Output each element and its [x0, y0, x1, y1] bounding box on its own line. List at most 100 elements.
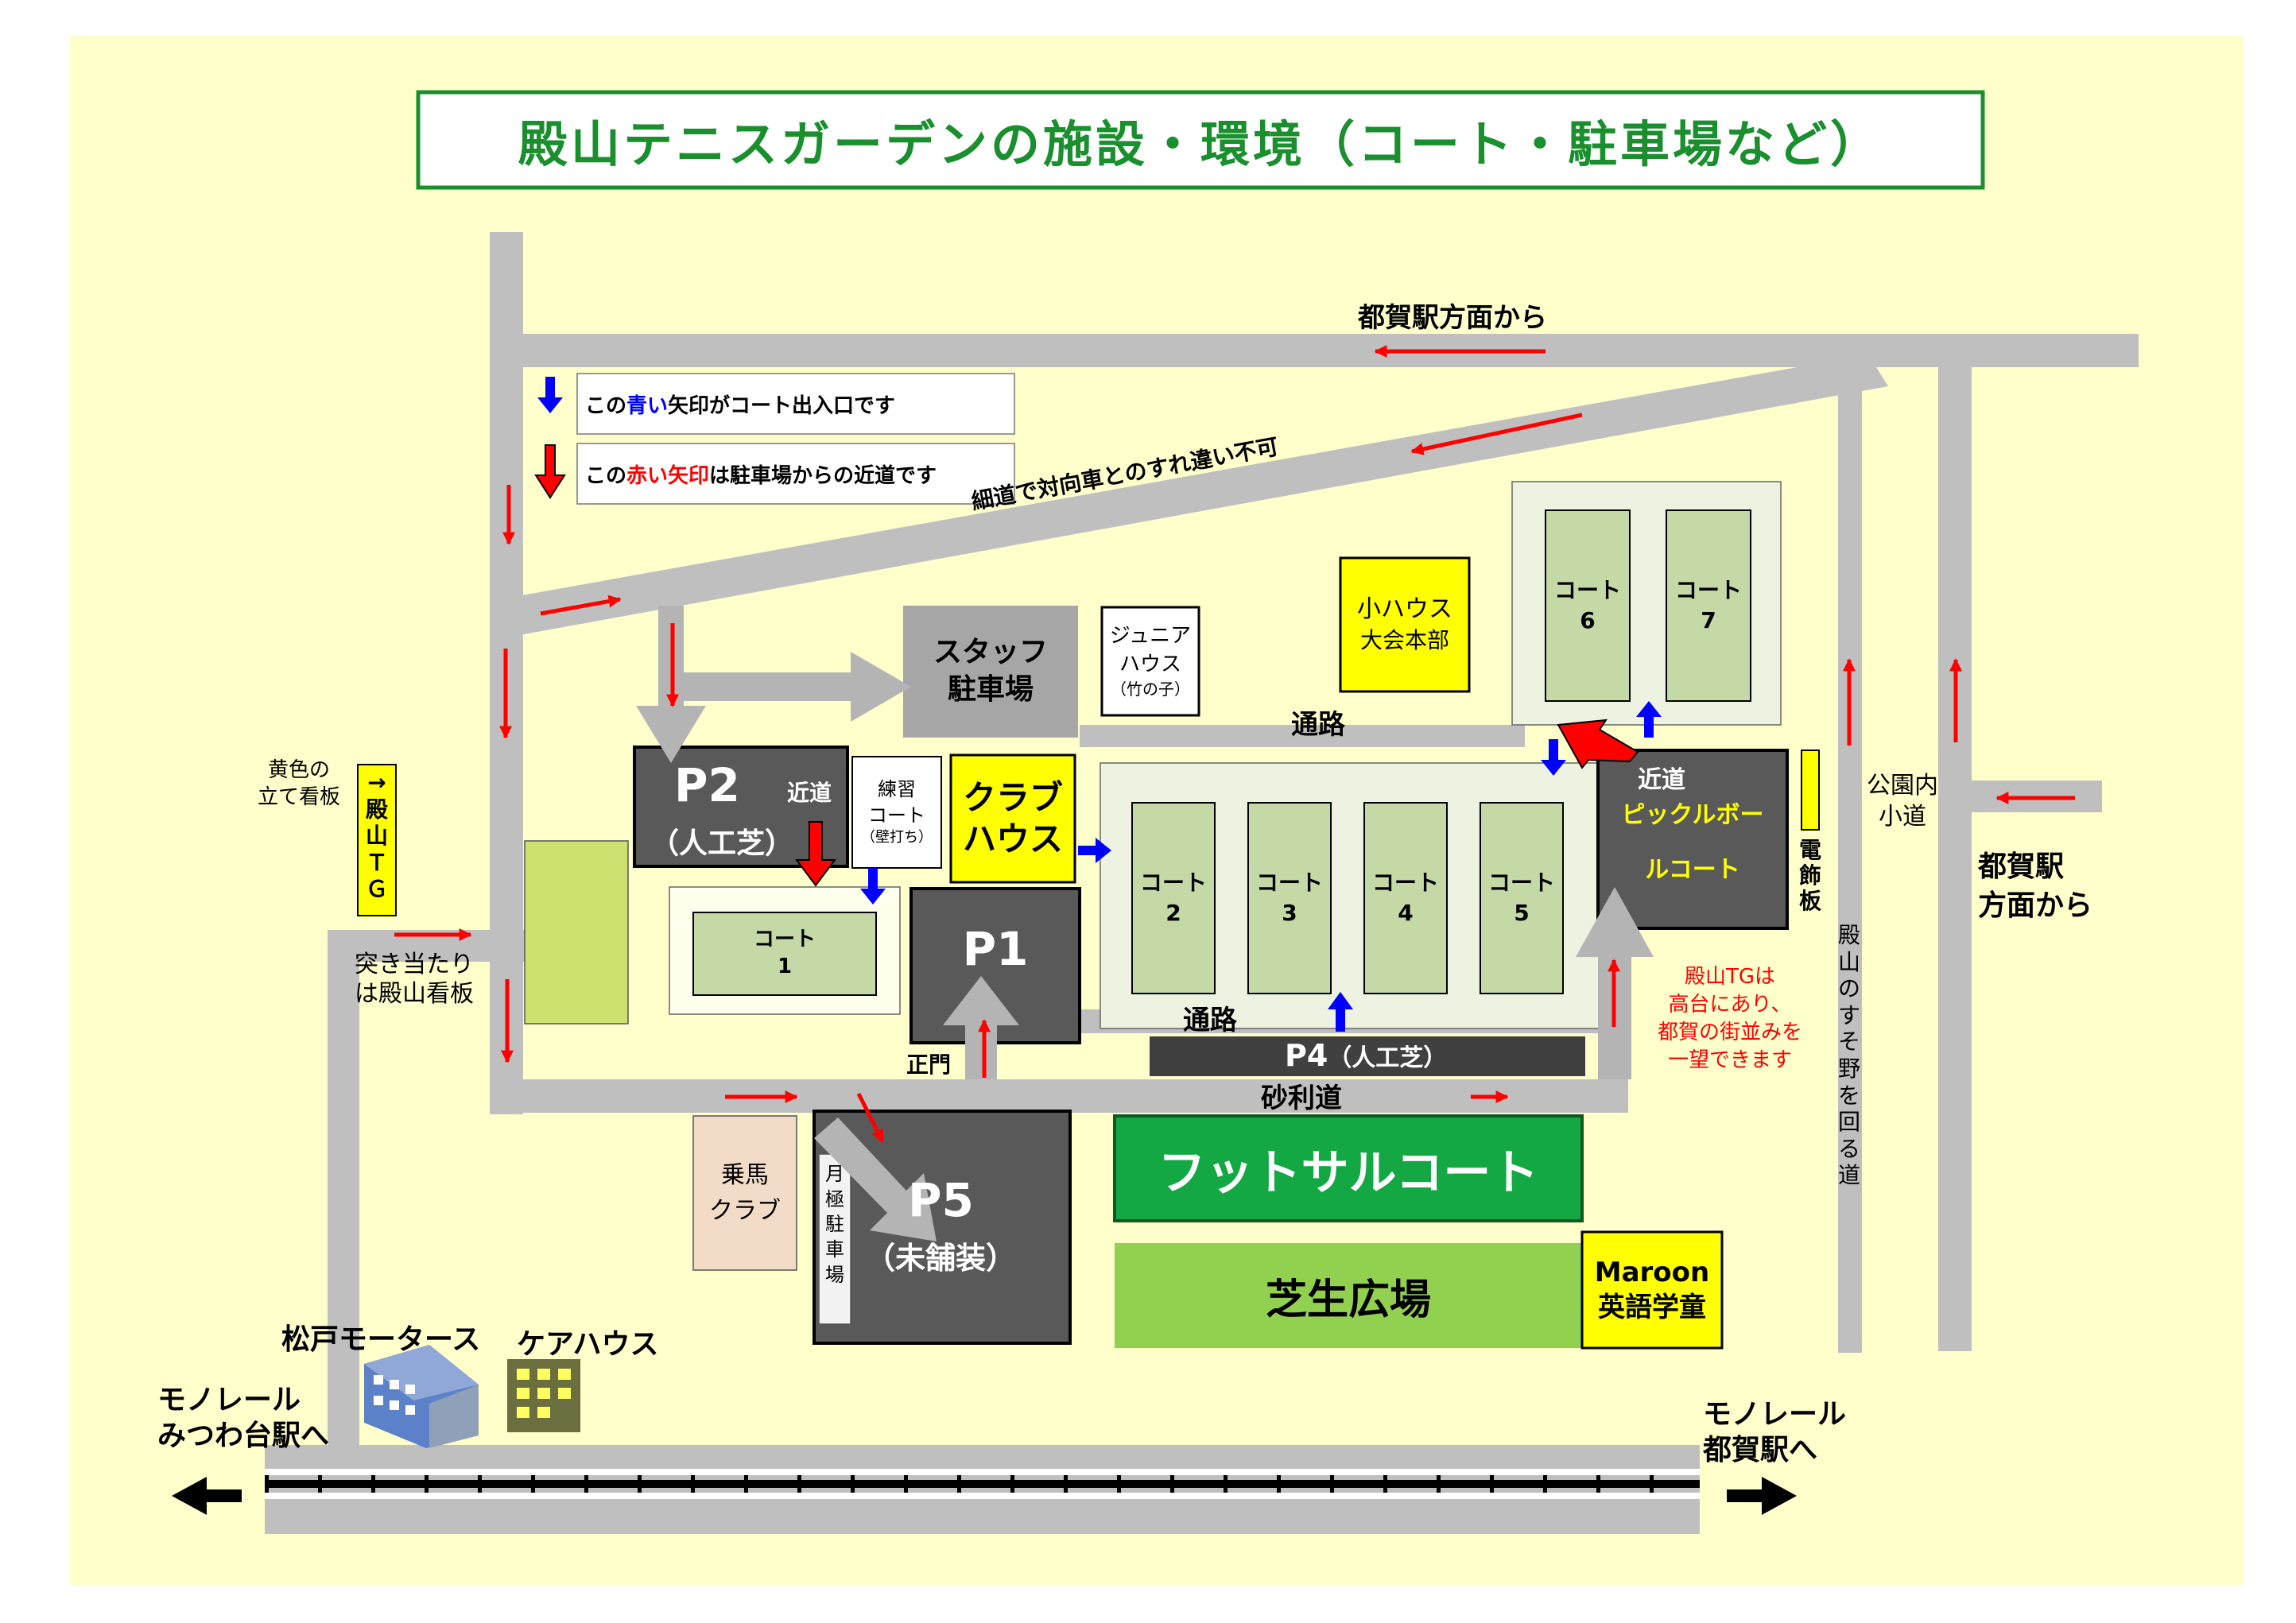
legend-red-box — [576, 443, 1015, 505]
p5-sub-label: （未舗装） — [865, 1241, 1017, 1276]
lawn-label: 芝生広場 — [1265, 1276, 1431, 1324]
court7-line1: コート — [1674, 577, 1742, 604]
maroon-label: Maroon 英語学童 — [1582, 1232, 1722, 1348]
court5-line2: 5 — [1514, 900, 1530, 926]
small-house-shape — [1339, 556, 1471, 693]
yellow-sign-line2: 立て看板 — [257, 785, 340, 809]
court4-line1: コート — [1371, 870, 1439, 897]
court5-surface — [1480, 802, 1564, 994]
from-tsuga-right-line1: 都賀駅 — [1978, 850, 2065, 884]
pickleball-line2: ルコート — [1645, 856, 1740, 884]
gravel-road-label: 砂利道 — [1261, 1083, 1342, 1114]
legend-blue-arrow — [537, 377, 563, 413]
blue-arrow-court5 — [1541, 739, 1566, 776]
monthly-parking-shape — [818, 1153, 851, 1325]
court6-line1: コート — [1553, 577, 1621, 604]
monorail-right-arrow-icon — [1727, 1477, 1797, 1515]
court7-line2: 7 — [1701, 607, 1716, 633]
court2-line2: 2 — [1165, 900, 1181, 926]
sign-board-label: 電飾板 — [1798, 837, 1821, 915]
from-tsuga-right-line2: 方面から — [1978, 889, 2093, 922]
court6-line2: 6 — [1580, 607, 1596, 633]
monorail-track — [265, 1480, 1700, 1488]
road-top — [490, 334, 2139, 367]
title-box — [416, 90, 1985, 190]
red-arrow-narrow — [1410, 413, 1583, 455]
clubhouse-label: クラブ ハウス — [951, 755, 1075, 882]
legend-red-pre: この — [585, 464, 627, 488]
monorail-right-line1: モノレール — [1703, 1398, 1847, 1431]
clubhouse-line1: クラブ — [962, 777, 1063, 817]
court2-line1: コート — [1139, 870, 1207, 897]
view-note-label: 殿山TGは 高台にあり、 都賀の街並みを 一望できます — [1622, 960, 1838, 1078]
clubhouse-line2: ハウス — [962, 819, 1063, 858]
staff-parking-label: スタッフ 駐車場 — [903, 606, 1078, 738]
court3-line2: 3 — [1282, 900, 1297, 926]
road-upper-passage — [1080, 725, 1525, 747]
court4-label: コート 4 — [1364, 803, 1447, 994]
practice-line3: （壁打ち） — [861, 829, 933, 846]
view-note-line4: 一望できます — [1667, 1048, 1792, 1073]
court2-surface — [1131, 802, 1216, 994]
dead-end-label: 突き当たり は殿山看板 — [355, 947, 498, 1011]
court1-label: コート 1 — [693, 912, 876, 995]
junior-house-line2: ハウス — [1119, 652, 1181, 676]
legend-blue-word: 青い — [626, 394, 669, 418]
red-arrow-diag-start — [540, 595, 622, 616]
court7-label: コート 7 — [1666, 510, 1751, 701]
junior-house-label: ジュニア ハウス （竹の子） — [1102, 607, 1199, 715]
road-monorail — [265, 1445, 1700, 1534]
from-tsuga-top-label: 都賀駅方面から — [1358, 302, 1547, 334]
tonoyama-sign-label: →殿山ＴＧ — [365, 769, 388, 903]
shortcut-arrows — [534, 444, 1639, 887]
road-right-1 — [1838, 367, 1862, 1353]
yellow-sign-label: 黄色の 立て看板 — [245, 757, 353, 812]
dead-end-line1: 突き当たり — [355, 950, 474, 978]
p2-label: P2 — [674, 758, 740, 812]
from-tsuga-right-label: 都賀駅 方面から — [1978, 846, 2121, 928]
court1-line1: コート — [753, 928, 816, 952]
road-far-left-vertical — [328, 930, 359, 1455]
maroon-line1: Maroon — [1594, 1256, 1710, 1288]
junior-house-shape — [1100, 606, 1200, 717]
p4-sub: （人工芝） — [1328, 1044, 1448, 1072]
yellow-sign-line1: 黄色の — [267, 758, 330, 783]
riding-club-line2: クラブ — [709, 1197, 781, 1225]
legend-blue-text: この青い矢印がコート出入口です — [585, 389, 895, 419]
monorail-left-line1: モノレール — [157, 1384, 301, 1416]
small-house-line2: 大会本部 — [1359, 627, 1449, 654]
blue-arrow-court67 — [1636, 701, 1662, 738]
tonoyama-sign-shape — [357, 764, 397, 916]
practice-court-label: 練習 コート （壁打ち） — [852, 757, 941, 868]
view-note-line3: 都賀の街並みを — [1657, 1021, 1802, 1044]
blue-arrow-clubhouse — [1078, 838, 1111, 863]
view-note-line1: 殿山TGは — [1684, 964, 1776, 989]
gray-arrow-p5 — [814, 1118, 937, 1241]
clubhouse-shape — [949, 753, 1076, 884]
futsal-shape — [1113, 1114, 1584, 1222]
shortcut-pickle-label: 近道 — [1638, 766, 1685, 794]
pickleball-label: ピックルボー ルコート — [1598, 787, 1787, 898]
court6-surface — [1545, 509, 1631, 702]
susuno-road-label: 殿山のすそ野を回る道 — [1837, 922, 1860, 1189]
road-bottom-gravel — [490, 1079, 1627, 1113]
monorail-right-label: モノレール 都賀駅へ — [1703, 1394, 1862, 1470]
practice-line1: 練習 — [878, 778, 916, 801]
page-title: 殿山テニスガーデンの施設・環境（コート・駐車場など） — [518, 115, 1883, 173]
p1-label: P1 — [962, 922, 1029, 976]
shortcut-arrow-p2 — [795, 821, 836, 887]
practice-shape — [851, 756, 942, 869]
pickleball-shape — [1596, 749, 1789, 930]
matsudo-motors-label: 松戸モータース — [281, 1323, 481, 1356]
park-path-label: 公園内 小道 — [1852, 769, 1953, 833]
legend-red-word: 赤い矢印 — [626, 464, 710, 488]
court5-line1: コート — [1487, 870, 1555, 897]
passage-top-label: 通路 — [1291, 709, 1345, 741]
park-path-line2: 小道 — [1879, 803, 1926, 831]
blue-arrows — [537, 377, 1662, 1032]
gray-arrow-staff — [684, 652, 911, 722]
care-house-icon — [507, 1359, 580, 1432]
shortcut-p2-label: 近道 — [787, 780, 832, 806]
roads — [265, 232, 2139, 1534]
main-gate-label: 正門 — [906, 1052, 952, 1078]
